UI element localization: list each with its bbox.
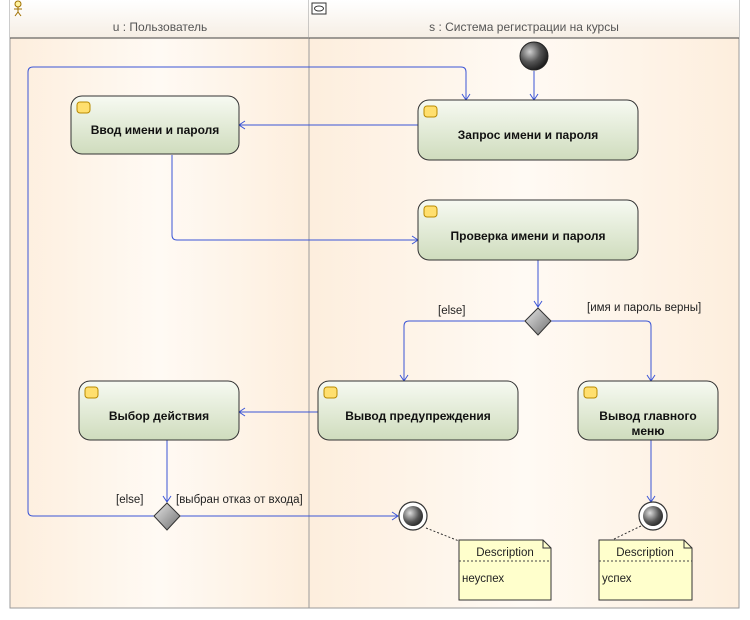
lane-title-user: u : Пользователь (113, 20, 208, 34)
guard-else-top: [else] (438, 305, 466, 317)
activity-check[interactable]: Проверка имени и пароля (417, 199, 639, 261)
activity-label: Запрос имени и пароля (458, 128, 598, 142)
guard-valid-credentials: [имя и пароль верны] (587, 302, 701, 314)
activity-request[interactable]: Запрос имени и пароля (417, 99, 639, 161)
note-header: Description (476, 547, 534, 559)
action-icon (84, 386, 99, 399)
note-header: Description (616, 547, 674, 559)
final-node-success[interactable] (638, 501, 668, 531)
action-icon (323, 386, 338, 399)
flow-input-to-check (171, 155, 418, 241)
activity-choose[interactable]: Выбор действия (78, 380, 240, 441)
activity-warning[interactable]: Вывод предупреждения (317, 380, 519, 441)
activity-label: Проверка имени и пароля (450, 229, 605, 243)
guard-else-bottom: [else] (116, 494, 144, 506)
note-body: успех (602, 573, 632, 585)
action-icon (423, 105, 438, 118)
note-anchor-success (611, 525, 642, 541)
note-anchor-fail (425, 527, 460, 542)
action-icon (423, 205, 438, 218)
activity-label: Выбор действия (109, 409, 209, 423)
action-icon (583, 386, 598, 399)
activity-input[interactable]: Ввод имени и пароля (70, 95, 240, 155)
flow-decision-to-warning (403, 320, 525, 381)
arrowhead (533, 300, 543, 308)
final-node-fail[interactable] (398, 501, 428, 531)
flow-loop-back-to-request (27, 66, 467, 517)
action-icon (76, 101, 91, 114)
activity-main-menu[interactable]: Вывод главного меню (577, 380, 719, 441)
note-body: неуспех (462, 573, 504, 585)
actor-icon (14, 0, 22, 17)
guard-refused: [выбран отказ от входа] (176, 494, 303, 506)
activity-label: Ввод имени и пароля (91, 123, 220, 137)
flow-decision-to-main-menu (551, 320, 652, 381)
note-success[interactable]: Description успех (598, 539, 693, 601)
note-fail[interactable]: Description неуспех (458, 539, 552, 601)
decision-node-action[interactable] (153, 502, 181, 531)
initial-node[interactable] (519, 41, 549, 71)
decision-node-credentials[interactable] (524, 307, 552, 336)
activity-label-line2: меню (631, 424, 664, 438)
component-icon (311, 2, 327, 15)
activity-label: Вывод предупреждения (345, 409, 490, 423)
arrowhead (162, 495, 172, 503)
activity-label-line1: Вывод главного (599, 409, 696, 423)
lane-title-system: s : Система регистрации на курсы (429, 20, 619, 34)
arrowhead (391, 511, 399, 521)
